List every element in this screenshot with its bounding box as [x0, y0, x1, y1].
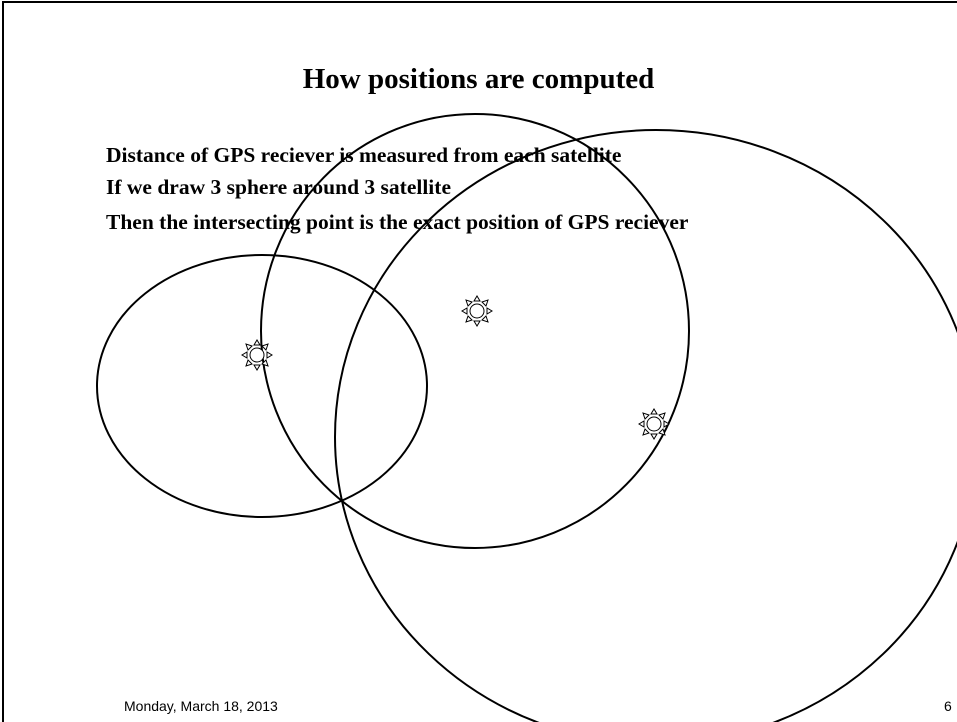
sphere-middle: [260, 113, 690, 549]
satellite-1-icon: [241, 339, 273, 371]
footer-date: Monday, March 18, 2013: [124, 698, 278, 714]
satellite-2-icon: [461, 295, 493, 327]
body-line-2: If we draw 3 sphere around 3 satellite: [106, 175, 451, 199]
body-line-3: Then the intersecting point is the exact…: [106, 210, 689, 234]
sphere-left: [96, 254, 428, 518]
slide-title: How positions are computed: [302, 63, 655, 95]
body-line-1: Distance of GPS reciever is measured fro…: [106, 143, 622, 167]
sphere-right: [334, 129, 957, 722]
page-number: 6: [944, 698, 952, 714]
satellite-3-icon: [638, 408, 670, 440]
